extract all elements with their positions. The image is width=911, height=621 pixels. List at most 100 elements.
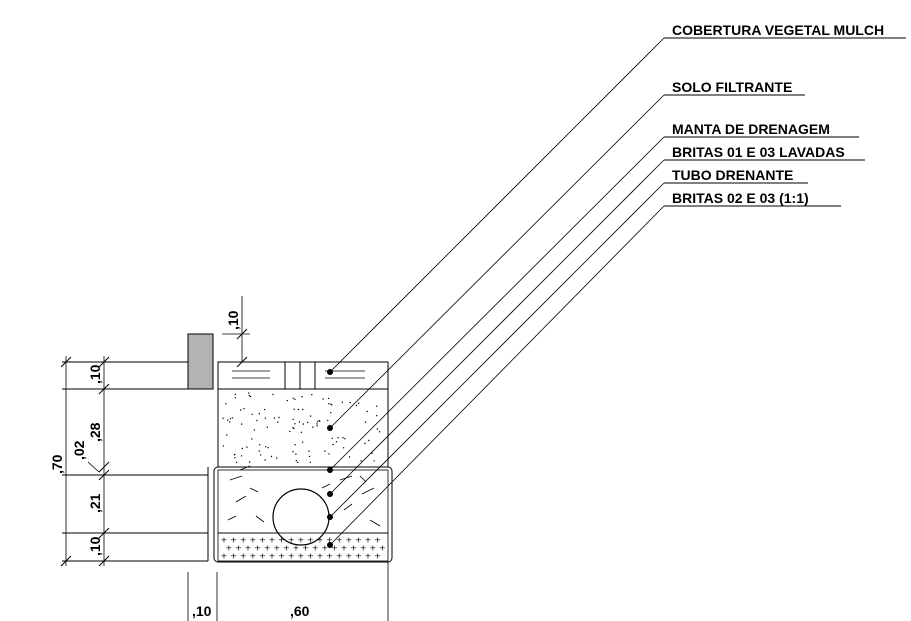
soil-dot: [260, 454, 262, 456]
gravel-mark: [229, 475, 243, 481]
dim-tick: [98, 555, 110, 567]
mulch-layer: [217, 361, 389, 390]
soil-dot: [324, 450, 326, 452]
label-tubo-drenante: TUBO DRENANTE: [672, 167, 793, 183]
soil-dot: [234, 393, 236, 396]
soil-dot: [327, 419, 329, 422]
gravel-plus-mark: +: [341, 544, 348, 553]
drainage-blanket: [213, 466, 393, 563]
gravel-plus-mark: +: [369, 544, 376, 553]
gravel-mark: [249, 487, 259, 493]
gravel-mark: [369, 519, 381, 527]
gravel-plus-mark: +: [326, 552, 333, 561]
soil-dot: [222, 445, 225, 447]
soil-dot: [371, 452, 373, 454]
gravel-plus-mark: +: [269, 536, 276, 545]
gravel-plus-mark: +: [230, 552, 237, 561]
soil-dot: [286, 399, 288, 402]
gravel-plus-mark: +: [235, 544, 242, 553]
soil-dot: [332, 443, 334, 446]
gravel-plus-mark: +: [336, 536, 343, 545]
soil-dot: [292, 427, 294, 429]
soil-dot: [308, 450, 310, 452]
dim-tick: [60, 555, 72, 567]
gravel-plus-mark: +: [312, 544, 319, 553]
gravel-plus-mark: +: [317, 536, 324, 545]
gravel-plus-hatch: ++++++++++++++++++++++++++++++++++++++++…: [221, 536, 386, 561]
soil-dot: [301, 395, 303, 398]
gravel-mark: [255, 515, 265, 523]
gravel-plus-mark: +: [355, 552, 362, 561]
soil-dot: [278, 416, 280, 419]
gravel-mark: [343, 503, 353, 511]
soil-dot: [301, 441, 304, 443]
dim-curb-width: ,10: [192, 603, 212, 619]
gravel-plus-mark: +: [365, 552, 372, 561]
soil-dot: [295, 453, 297, 455]
gravel-plus-mark: +: [221, 552, 228, 561]
soil-dot: [330, 412, 332, 414]
soil-dot: [234, 457, 236, 459]
gravel-plus-mark: +: [307, 552, 314, 561]
gravel-plus-mark: +: [278, 552, 285, 561]
soil-dot: [256, 419, 258, 422]
gravel-plus-mark: +: [230, 536, 237, 545]
dim-layer-gravel: ,21: [87, 493, 103, 513]
soil-dot: [225, 403, 227, 405]
soil-dot: [248, 394, 250, 397]
soil-dot: [294, 444, 296, 446]
soil-dot: [292, 418, 294, 421]
label-cobertura-vegetal: COBERTURA VEGETAL MULCH: [672, 22, 884, 38]
gravel-plus-mark: +: [293, 544, 300, 553]
soil-dot: [289, 430, 291, 433]
soil-dot: [229, 418, 232, 420]
leader-dot: [327, 369, 333, 375]
soil-dot: [302, 423, 305, 425]
dim-layer-mulch: ,10: [87, 364, 103, 384]
soil-dot: [342, 447, 345, 449]
soil-dot: [222, 417, 224, 419]
soil-dot: [272, 393, 274, 396]
gravel-mark: [235, 495, 247, 503]
gravel-plus-mark: +: [379, 544, 386, 553]
leader-dot: [327, 542, 333, 548]
soil-dot: [376, 415, 378, 417]
gravel-plus-mark: +: [249, 536, 256, 545]
soil-dot: [311, 394, 313, 396]
soil-dot: [294, 423, 296, 425]
gravel-plus-mark: +: [331, 544, 338, 553]
soil-dot: [376, 428, 379, 430]
soil-dot: [273, 417, 276, 419]
leader-line: [329, 205, 665, 546]
soil-dot: [243, 408, 245, 410]
soil-dot: [248, 461, 251, 463]
gravel-hatch: [227, 465, 381, 527]
soil-dot: [349, 401, 351, 404]
leader-dot: [327, 491, 333, 497]
soil-dot: [316, 421, 319, 423]
dim-total-depth: ,70: [49, 454, 65, 474]
gravel-plus-mark: +: [259, 536, 266, 545]
dim-layer-soil: ,28: [87, 422, 103, 442]
gravel-mark: [339, 475, 353, 481]
gravel-mark: [361, 487, 375, 495]
soil-dot: [270, 455, 273, 458]
soil-dot: [277, 421, 279, 423]
soil-dot: [264, 459, 266, 461]
gravel-plus-mark: +: [360, 544, 367, 553]
soil-dot: [364, 442, 366, 445]
soil-dot: [240, 455, 243, 457]
soil-dot: [342, 437, 344, 439]
soil-dot: [341, 401, 344, 403]
leader-line: [329, 37, 665, 373]
dim-tick: [98, 527, 110, 539]
soil-dot: [240, 423, 243, 425]
dim-tick: [98, 383, 110, 395]
soil-dot: [294, 398, 296, 400]
dim-tick: [98, 356, 110, 368]
soil-layer: [217, 388, 389, 468]
leader-lines: [329, 37, 665, 546]
soil-dot: [316, 423, 318, 425]
soil-dot: [235, 461, 238, 463]
